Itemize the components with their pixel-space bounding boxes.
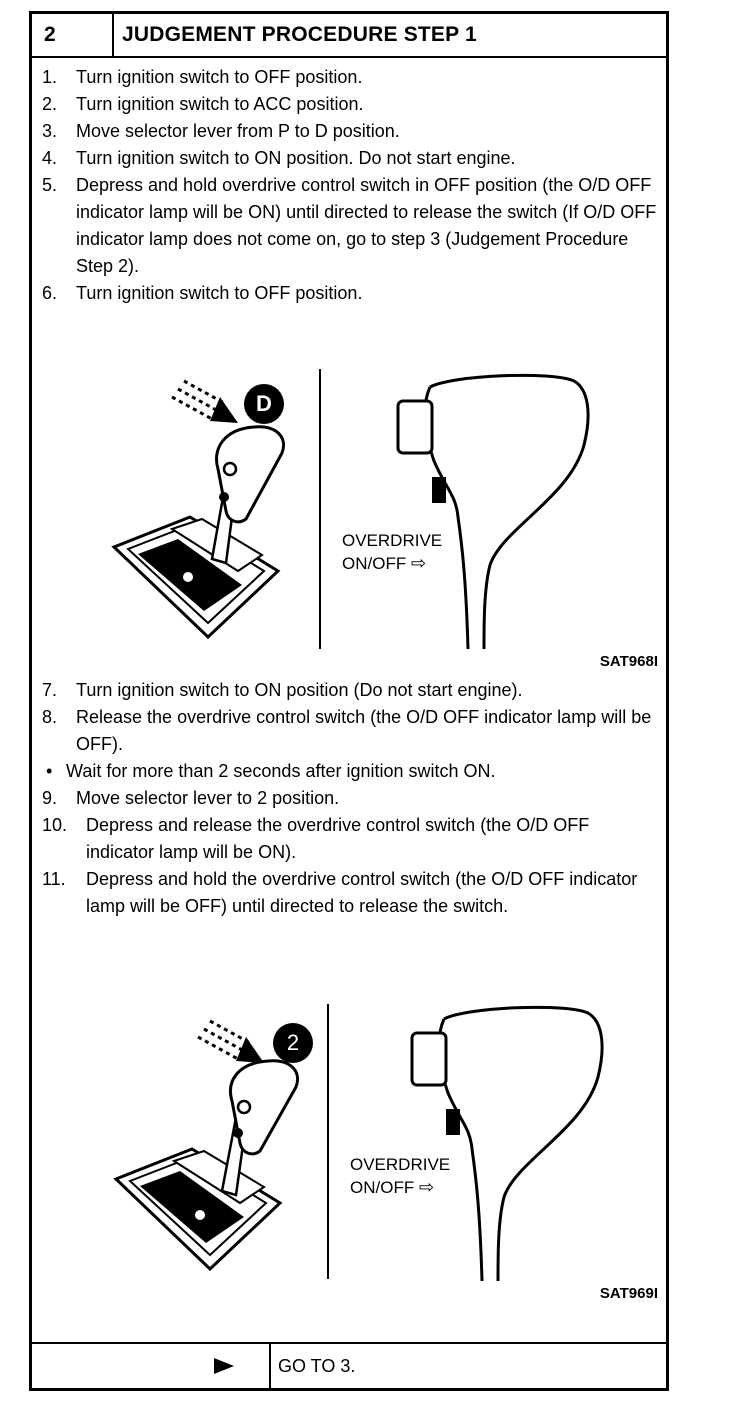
position-letter: 2 [286, 1030, 300, 1055]
list-item: 6.Turn ignition switch to OFF position. [42, 283, 363, 303]
list-item: 7.Turn ignition switch to ON position (D… [42, 680, 523, 700]
figure-code: SAT968I [599, 653, 658, 670]
shift-gate-icon [111, 515, 281, 640]
overdrive-label: OVERDRIVE ON/OFF ⇨ [350, 1155, 451, 1197]
motion-arrow-icon [171, 379, 238, 423]
procedure-title: JUDGEMENT PROCEDURE STEP 1 [122, 23, 477, 46]
position-letter: D [256, 391, 272, 416]
selector-lever-icon [220, 1059, 299, 1197]
selector-lever-illustration [113, 1004, 604, 1282]
position-badge-icon [273, 1023, 313, 1063]
list-item: 11.Depress and hold the overdrive contro… [42, 869, 638, 916]
list-item: •Wait for more than 2 seconds after igni… [46, 761, 496, 781]
play-arrow-icon [214, 1358, 234, 1374]
procedure-footer: GO TO 3. [32, 1342, 666, 1388]
figure-selector-d: D OVERDRIVE ON/OFF ⇨ SAT968I [32, 349, 666, 674]
shift-knob-icon [410, 1005, 604, 1282]
position-badge-icon [244, 384, 284, 424]
step-list-first: 1.Turn ignition switch to OFF position. … [42, 64, 658, 307]
procedure-header: 2 JUDGEMENT PROCEDURE STEP 1 [32, 14, 666, 58]
list-item: 5.Depress and hold overdrive control swi… [42, 175, 657, 276]
selector-lever-illustration [111, 369, 590, 650]
list-item: 10.Depress and release the overdrive con… [42, 815, 590, 862]
next-action: GO TO 3. [278, 1356, 356, 1376]
figure-code: SAT969I [599, 1285, 658, 1302]
list-item: 9.Move selector lever to 2 position. [42, 788, 340, 808]
figure-selector-2: 2 OVERDRIVE ON/OFF ⇨ SAT969I [32, 979, 666, 1309]
arrow-right-icon: ⇨ [410, 553, 427, 573]
step-number: 2 [32, 14, 114, 56]
list-item: 4.Turn ignition switch to ON position. D… [42, 148, 516, 168]
procedure-frame: 2 JUDGEMENT PROCEDURE STEP 1 1.Turn igni… [29, 11, 669, 1391]
list-item: 1.Turn ignition switch to OFF position. [42, 67, 363, 87]
selector-lever-icon [210, 425, 285, 565]
overdrive-label: OVERDRIVE ON/OFF ⇨ [342, 531, 443, 573]
list-item: 2.Turn ignition switch to ACC position. [42, 94, 364, 114]
list-item: 8.Release the overdrive control switch (… [42, 707, 652, 754]
motion-arrow-icon [197, 1019, 264, 1063]
step-list-second: 7.Turn ignition switch to ON position (D… [42, 677, 658, 920]
shift-gate-icon [113, 1147, 283, 1272]
shift-knob-icon [396, 373, 590, 650]
list-item: 3.Move selector lever from P to D positi… [42, 121, 400, 141]
arrow-right-icon: ⇨ [418, 1177, 435, 1197]
